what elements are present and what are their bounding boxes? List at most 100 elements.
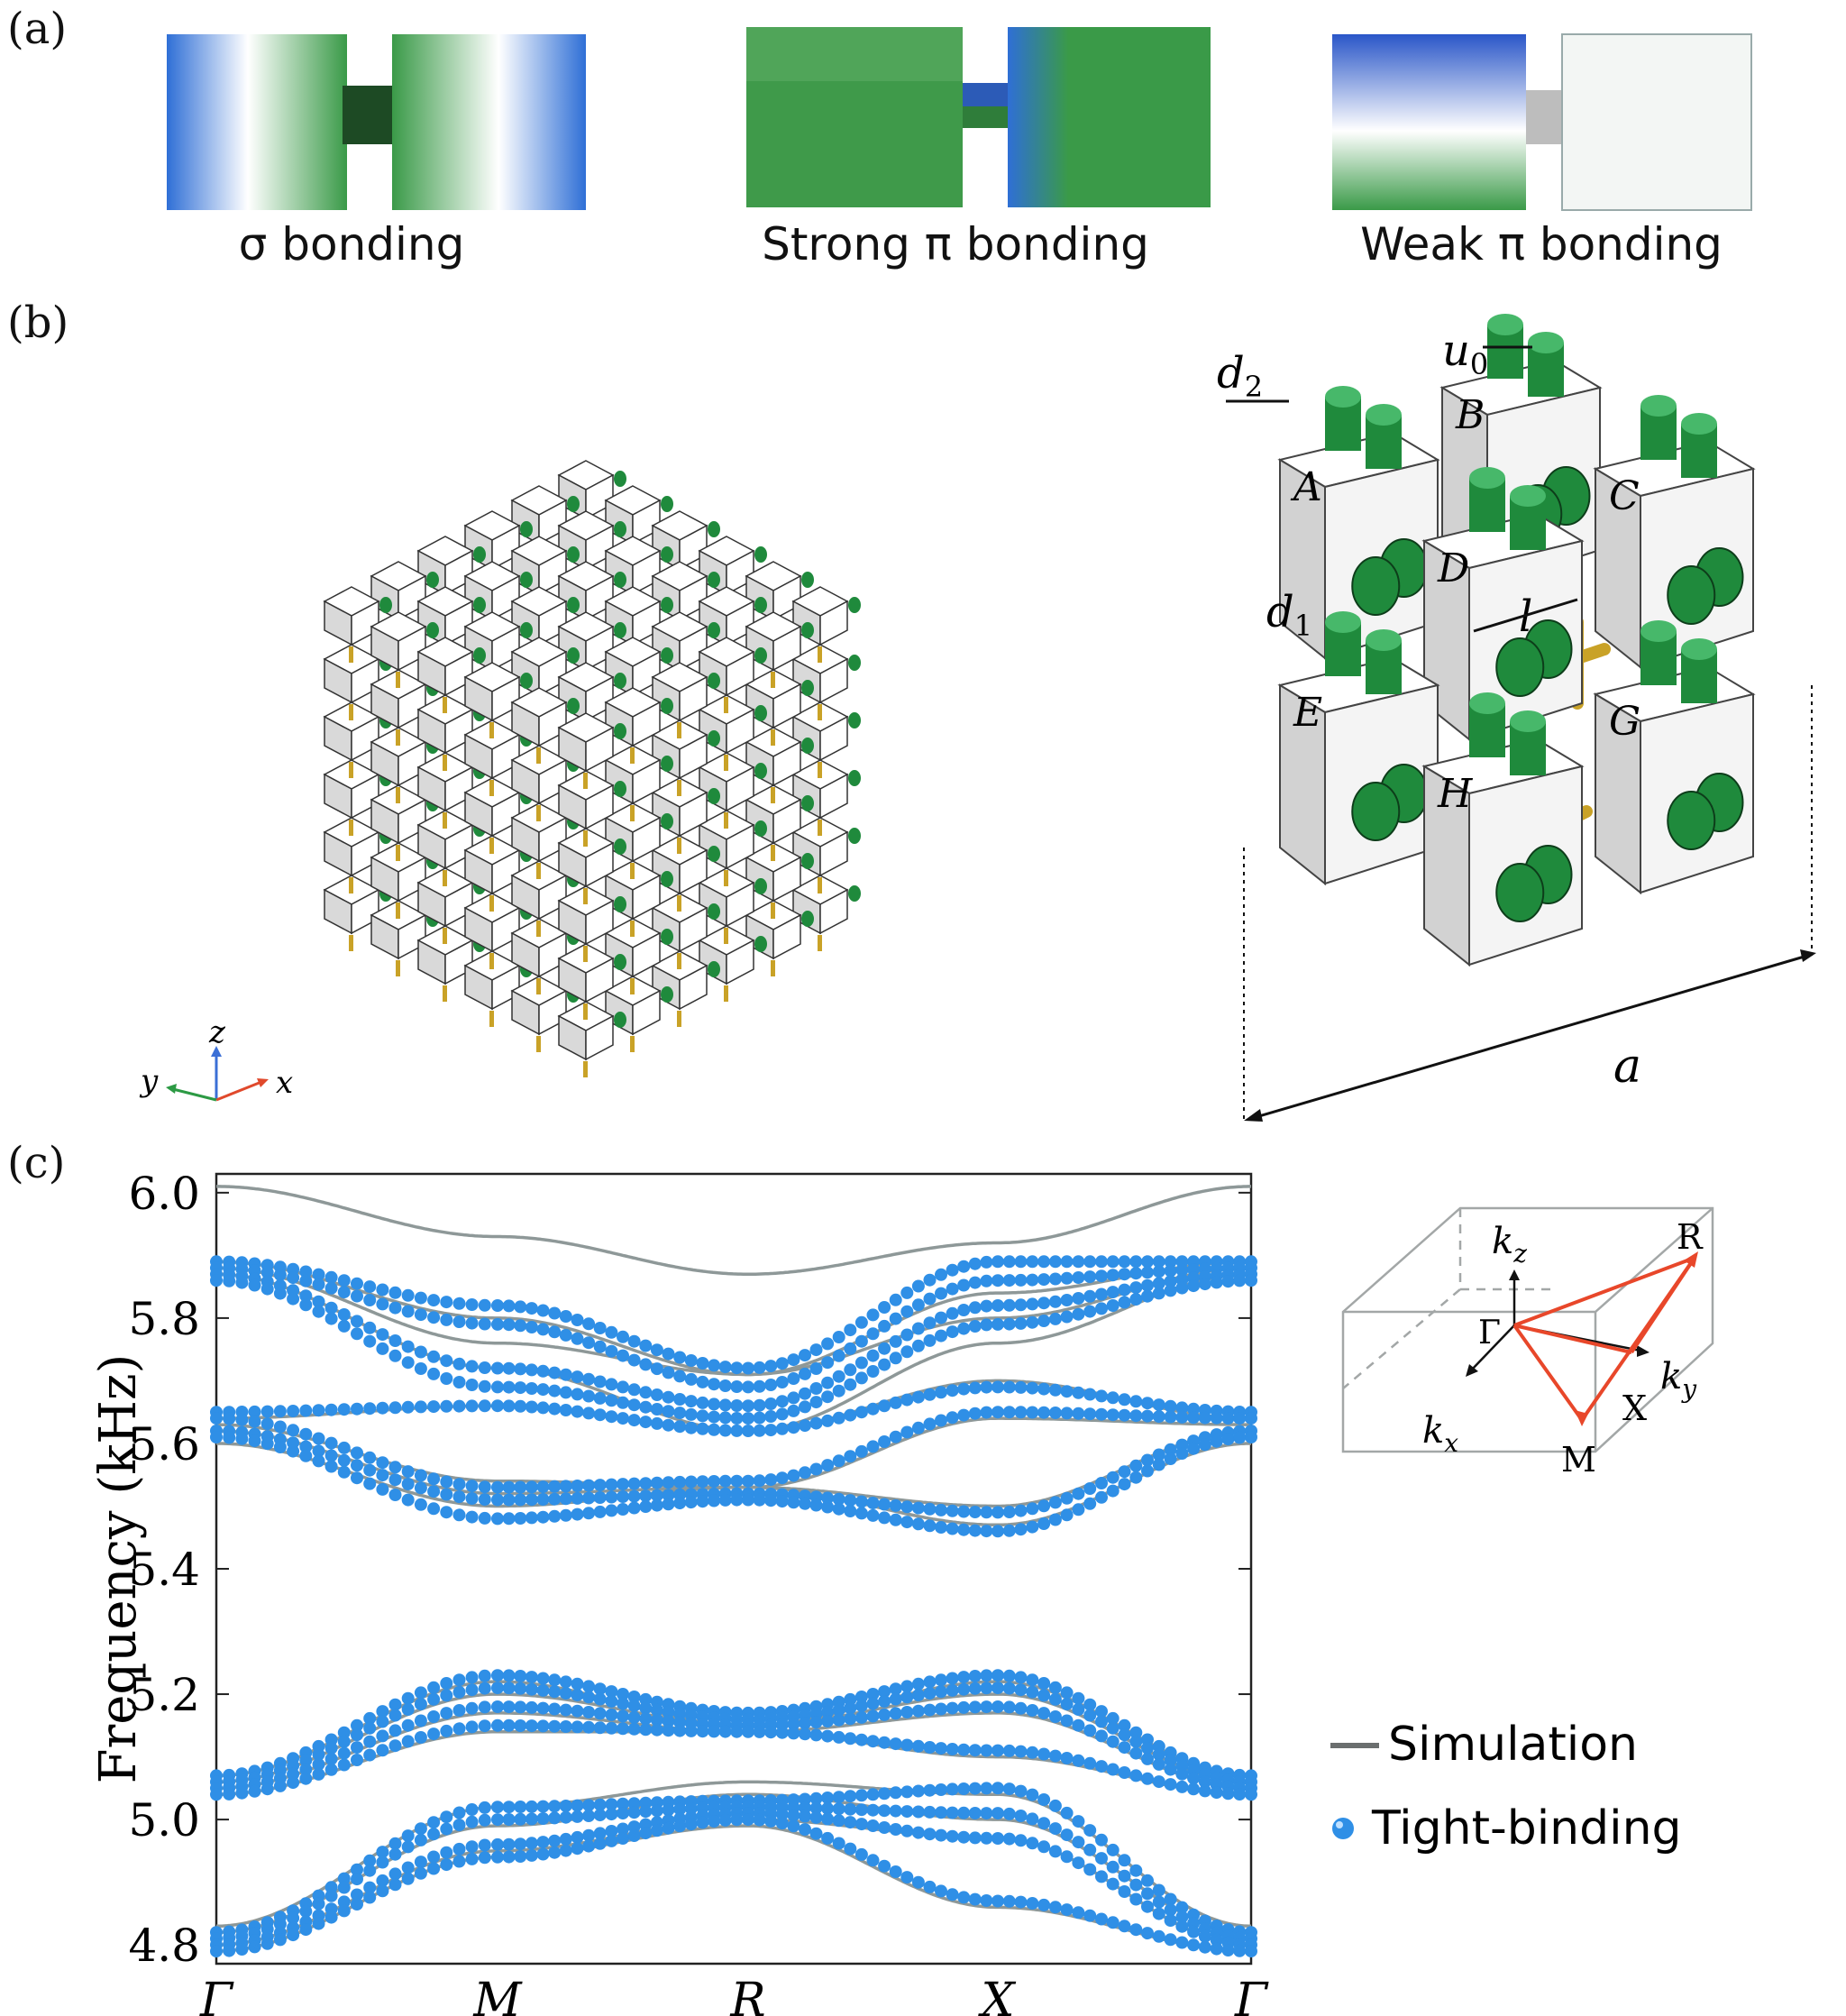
tight-binding-point xyxy=(388,1709,402,1722)
tight-binding-point xyxy=(1129,1735,1143,1748)
tight-binding-point xyxy=(235,1413,249,1426)
tight-binding-point xyxy=(571,1405,584,1418)
tight-binding-point xyxy=(627,1334,641,1348)
tight-binding-point xyxy=(548,1384,562,1397)
tight-binding-point xyxy=(1037,1273,1051,1287)
tight-binding-point xyxy=(210,1431,223,1443)
tight-binding-point xyxy=(376,1884,389,1898)
tight-binding-point xyxy=(1002,1406,1016,1419)
tight-binding-point xyxy=(605,1325,618,1339)
tight-binding-point xyxy=(730,1493,744,1507)
tight-binding-point xyxy=(617,1822,629,1836)
tight-binding-point xyxy=(718,1411,732,1425)
tight-binding-point xyxy=(787,1353,800,1367)
tight-binding-point xyxy=(923,1388,937,1401)
tight-binding-point xyxy=(878,1342,891,1355)
tight-binding-point xyxy=(388,1349,402,1362)
tight-binding-point xyxy=(854,1710,868,1724)
tight-binding-point xyxy=(1014,1406,1028,1419)
tight-binding-point xyxy=(946,1411,959,1425)
tight-binding-point xyxy=(1118,1920,1131,1933)
tight-binding-point xyxy=(401,1465,415,1479)
tight-binding-point xyxy=(465,1840,479,1854)
tight-binding-point xyxy=(1002,1298,1016,1312)
tight-binding-point xyxy=(764,1494,778,1507)
tight-binding-point xyxy=(401,1356,415,1370)
lattice-cube xyxy=(557,712,626,789)
tight-binding-point xyxy=(260,1437,274,1451)
tight-binding-point xyxy=(559,1310,572,1323)
tight-binding-point xyxy=(1129,1471,1143,1484)
tight-binding-point xyxy=(465,1298,479,1311)
tight-binding-point xyxy=(548,1402,562,1416)
tight-binding-point xyxy=(900,1805,914,1819)
tight-binding-point xyxy=(324,1460,338,1473)
tight-binding-point xyxy=(935,1329,947,1342)
tight-binding-band xyxy=(210,1801,1257,1946)
tight-binding-point xyxy=(478,1838,491,1852)
tight-binding-point xyxy=(593,1837,607,1850)
tight-binding-point xyxy=(1118,1741,1131,1755)
tight-binding-point xyxy=(1072,1703,1085,1716)
tight-binding-point xyxy=(337,1286,351,1299)
tight-binding-point xyxy=(742,1412,754,1425)
tight-binding-point xyxy=(787,1372,800,1385)
tight-binding-point xyxy=(312,1757,325,1771)
tight-binding-point xyxy=(351,1315,363,1328)
tight-binding-point xyxy=(946,1743,959,1755)
tight-binding-point xyxy=(414,1856,427,1869)
tight-binding-point xyxy=(844,1802,857,1816)
tight-binding-point xyxy=(324,1911,338,1924)
tight-binding-point xyxy=(1152,1277,1165,1290)
tight-binding-point xyxy=(662,1366,675,1379)
tight-binding-point xyxy=(900,1738,914,1752)
tight-binding-point xyxy=(1083,1756,1097,1770)
tight-binding-point xyxy=(363,1334,377,1348)
tight-binding-point xyxy=(787,1496,800,1509)
tight-binding-point xyxy=(235,1943,249,1956)
tight-binding-point xyxy=(1037,1689,1051,1702)
tight-binding-point xyxy=(1221,1412,1235,1425)
tight-binding-point xyxy=(866,1803,880,1817)
unit-cell-cube-E: E xyxy=(1277,611,1440,886)
tight-binding-point xyxy=(1210,1411,1223,1425)
tight-binding-point xyxy=(866,1819,880,1832)
tight-binding-point xyxy=(1095,1760,1108,1773)
tight-binding-point xyxy=(1048,1749,1062,1763)
tight-binding-point xyxy=(1048,1255,1062,1269)
tight-binding-point xyxy=(968,1407,982,1420)
tight-binding-point xyxy=(427,1485,441,1498)
tight-binding-point xyxy=(1106,1255,1119,1269)
tight-binding-point xyxy=(1083,1709,1097,1722)
tight-binding-point xyxy=(946,1782,959,1796)
tight-binding-point xyxy=(1233,1944,1247,1957)
tight-binding-point xyxy=(593,1479,607,1492)
tight-binding-point xyxy=(351,1402,363,1416)
tight-binding-point xyxy=(1048,1799,1062,1812)
xtick-label: M xyxy=(472,1974,523,2016)
tight-binding-point xyxy=(844,1494,857,1507)
tight-binding-point xyxy=(299,1274,313,1287)
tight-binding-point xyxy=(662,1390,675,1404)
tight-binding-point xyxy=(764,1424,778,1437)
tight-binding-point xyxy=(935,1386,947,1399)
xtick-label: Γ xyxy=(199,1974,234,2016)
tight-binding-point xyxy=(1095,1833,1108,1846)
tight-binding-point xyxy=(452,1673,466,1687)
bz-axis-kz: kz xyxy=(1492,1221,1527,1269)
tight-binding-point xyxy=(1095,1715,1108,1728)
tight-binding-point xyxy=(465,1480,479,1493)
tight-binding-point xyxy=(650,1362,663,1376)
tight-binding-point xyxy=(514,1381,527,1395)
tight-binding-point xyxy=(363,1321,377,1334)
tight-binding-point xyxy=(376,1856,389,1869)
tight-binding-point xyxy=(946,1263,959,1277)
tight-binding-point xyxy=(427,1850,441,1864)
tight-binding-point xyxy=(593,1827,607,1840)
tight-binding-point xyxy=(1187,1782,1201,1796)
tight-binding-point xyxy=(559,1386,572,1399)
tight-binding-point xyxy=(696,1495,709,1508)
tight-binding-point xyxy=(582,1317,596,1331)
tight-binding-point xyxy=(1095,1729,1108,1743)
tight-binding-point xyxy=(401,1840,415,1854)
